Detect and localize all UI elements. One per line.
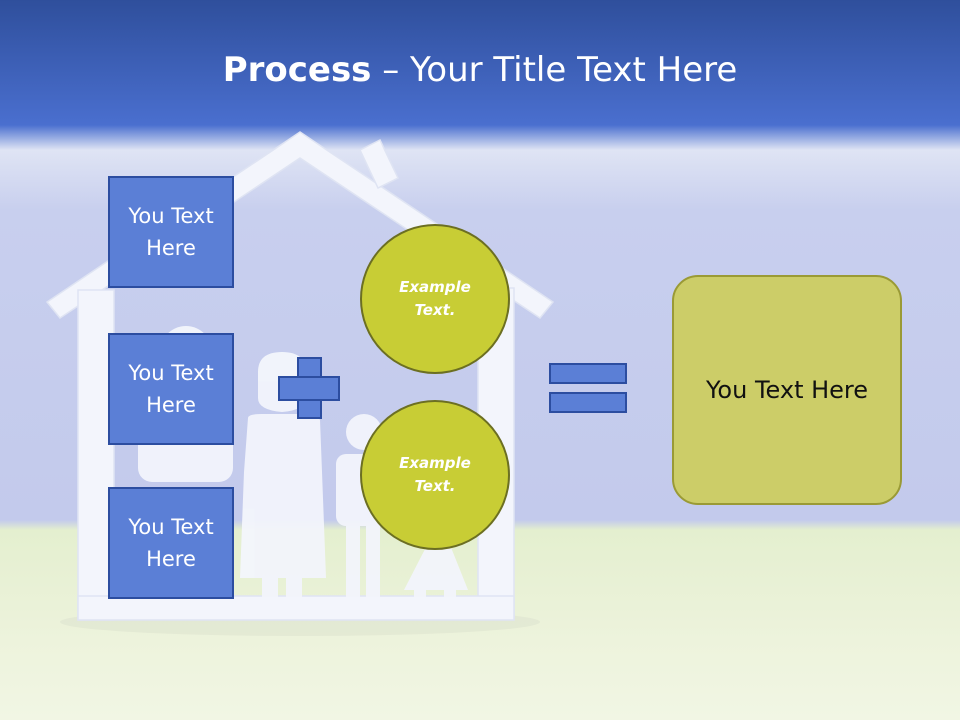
plus-horizontal — [278, 376, 340, 401]
equals-bar-top — [549, 363, 627, 384]
text-box-2-label: You Text Here — [128, 361, 214, 417]
title-rest: – Your Title Text Here — [371, 50, 738, 90]
result-box[interactable]: You Text Here — [672, 275, 902, 505]
slide-title[interactable]: Process – Your Title Text Here — [0, 50, 960, 90]
equals-bar-bottom — [549, 392, 627, 413]
example-circle-1-label: Example Text. — [399, 278, 471, 319]
result-box-label: You Text Here — [705, 376, 869, 404]
text-box-1-label: You Text Here — [128, 204, 214, 260]
example-circle-1[interactable]: Example Text. — [360, 224, 510, 374]
example-circle-2-label: Example Text. — [399, 454, 471, 495]
example-circle-2[interactable]: Example Text. — [360, 400, 510, 550]
text-box-3[interactable]: You Text Here — [108, 487, 234, 599]
title-strong: Process — [222, 50, 372, 90]
text-box-3-label: You Text Here — [128, 515, 214, 571]
text-box-2[interactable]: You Text Here — [108, 333, 234, 445]
text-box-1[interactable]: You Text Here — [108, 176, 234, 288]
